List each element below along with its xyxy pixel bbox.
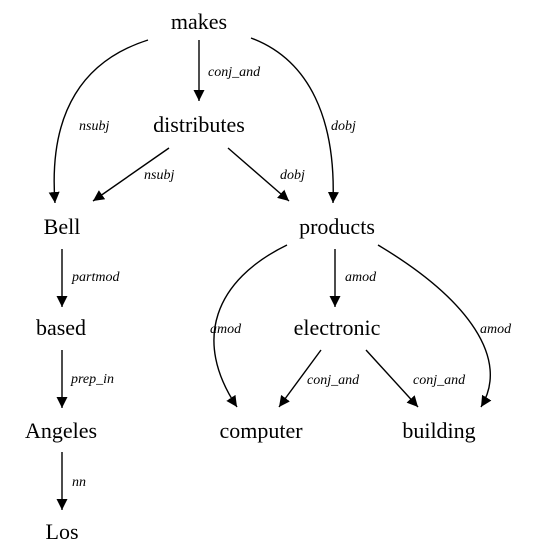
edge-electronic-building [365,349,419,408]
node-angeles: Angeles [25,418,97,443]
node-building: building [402,418,475,443]
label-makes-bell: nsubj [79,119,109,134]
node-electronic: electronic [294,315,381,340]
label-bell-based: partmod [71,270,120,285]
node-makes: makes [171,9,227,34]
label-angeles-los: nn [72,475,86,490]
node-bell: Bell [44,214,81,239]
edge-distributes-products [227,147,290,202]
label-makes-products: dobj [331,119,356,134]
label-distributes-bell: nsubj [144,168,174,183]
label-electronic-building: conj_and [413,373,466,388]
label-makes-distributes: conj_and [208,65,261,80]
node-products: products [299,214,375,239]
label-distributes-products: dobj [280,168,305,183]
label-electronic-computer: conj_and [307,373,360,388]
label-products-computer: amod [210,322,242,337]
edge-makes-bell [48,39,149,204]
edge-makes-products [250,37,339,204]
label-products-electronic: amod [345,270,377,285]
edge-distributes-bell [92,147,170,202]
label-products-building: amod [480,322,512,337]
edge-electronic-computer [278,349,322,408]
node-computer: computer [219,418,303,443]
node-based: based [36,315,86,340]
node-los: Los [46,519,79,544]
edge-products-building [377,244,492,408]
node-distributes: distributes [153,112,245,137]
edge-products-computer [213,244,288,408]
label-based-angeles: prep_in [70,372,114,387]
